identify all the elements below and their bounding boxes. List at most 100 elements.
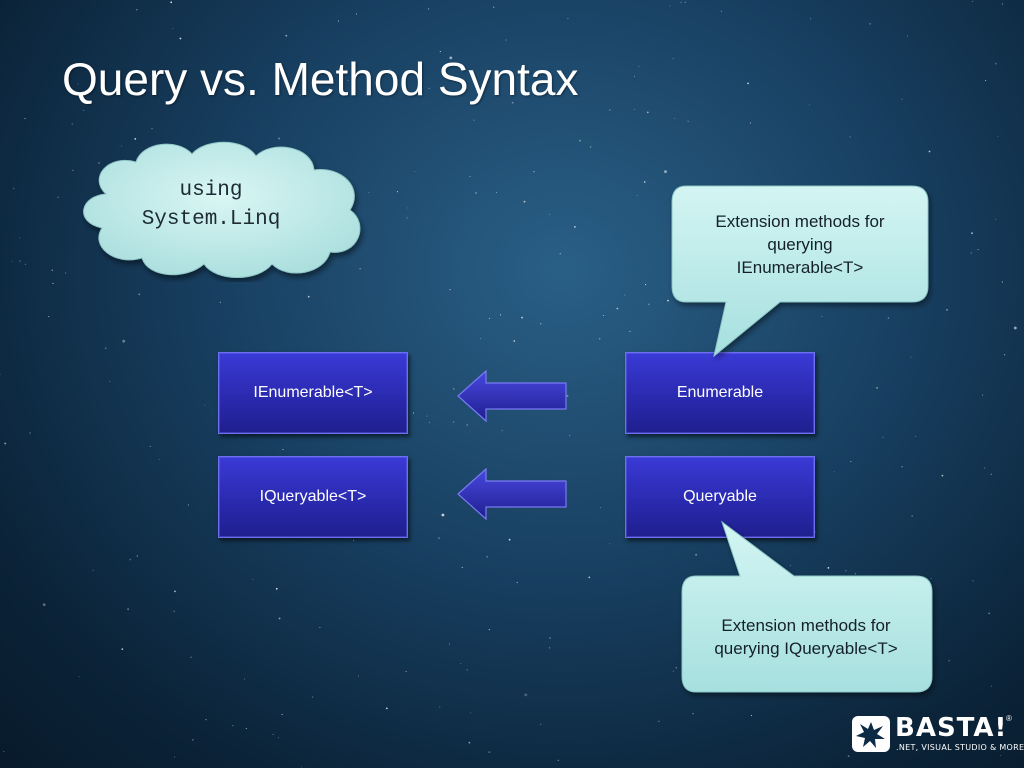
star bbox=[486, 556, 488, 558]
star bbox=[569, 435, 571, 437]
star bbox=[971, 232, 973, 235]
star bbox=[633, 75, 636, 77]
star bbox=[120, 145, 122, 147]
star bbox=[353, 539, 355, 542]
star bbox=[245, 728, 247, 730]
star bbox=[567, 17, 569, 20]
star bbox=[461, 566, 463, 568]
star bbox=[122, 339, 126, 343]
star bbox=[616, 307, 619, 310]
star bbox=[680, 1, 682, 3]
star bbox=[219, 301, 221, 303]
queryable-class-box: Queryable bbox=[625, 456, 815, 538]
enumerable-callout-bubble bbox=[671, 185, 929, 358]
star bbox=[523, 200, 526, 203]
star bbox=[57, 196, 59, 198]
star bbox=[1013, 326, 1017, 330]
star bbox=[948, 660, 950, 662]
star bbox=[808, 104, 811, 106]
star bbox=[127, 608, 129, 611]
star bbox=[243, 678, 245, 680]
star bbox=[994, 62, 997, 65]
star bbox=[672, 670, 674, 672]
star bbox=[278, 137, 280, 140]
star bbox=[672, 58, 674, 60]
star bbox=[488, 629, 490, 631]
star bbox=[972, 580, 974, 582]
star bbox=[121, 648, 124, 650]
star bbox=[643, 181, 646, 183]
star bbox=[231, 433, 233, 435]
star bbox=[300, 766, 303, 768]
star bbox=[48, 316, 50, 318]
star bbox=[469, 176, 471, 178]
star bbox=[869, 23, 871, 25]
star bbox=[138, 293, 141, 296]
star bbox=[906, 35, 909, 37]
star bbox=[414, 170, 416, 172]
star bbox=[549, 637, 551, 639]
star bbox=[405, 670, 407, 673]
star bbox=[173, 756, 176, 758]
star bbox=[428, 8, 430, 10]
star bbox=[827, 567, 830, 569]
star bbox=[319, 626, 321, 628]
box-label: Queryable bbox=[683, 488, 757, 505]
star bbox=[684, 1, 686, 3]
star bbox=[78, 676, 80, 678]
star bbox=[129, 558, 132, 561]
star bbox=[720, 10, 722, 12]
namespace-cloud: using System.Linq bbox=[66, 136, 372, 282]
star bbox=[516, 582, 518, 584]
star bbox=[11, 260, 13, 262]
star bbox=[173, 610, 175, 612]
star bbox=[52, 282, 54, 284]
queryable-callout-bubble bbox=[681, 520, 933, 693]
star bbox=[557, 759, 559, 761]
basta-splash-icon bbox=[852, 716, 890, 752]
star bbox=[468, 741, 471, 744]
star bbox=[357, 675, 359, 677]
star bbox=[285, 34, 288, 37]
star bbox=[275, 587, 278, 590]
star bbox=[337, 20, 340, 22]
star bbox=[645, 284, 647, 286]
star bbox=[466, 669, 468, 671]
star bbox=[19, 260, 21, 262]
star bbox=[205, 719, 207, 721]
star bbox=[149, 445, 151, 447]
star bbox=[887, 317, 889, 319]
star bbox=[0, 373, 1, 375]
star bbox=[98, 162, 100, 164]
star bbox=[281, 713, 283, 715]
star bbox=[692, 713, 694, 715]
enumerable-class-box: Enumerable bbox=[625, 352, 815, 434]
star bbox=[638, 65, 640, 67]
star bbox=[599, 338, 601, 340]
star bbox=[475, 192, 477, 194]
star bbox=[629, 330, 631, 332]
star bbox=[590, 146, 592, 148]
star bbox=[24, 118, 26, 120]
star bbox=[460, 662, 462, 665]
star bbox=[990, 473, 992, 475]
star bbox=[493, 6, 495, 8]
star bbox=[633, 108, 635, 111]
star bbox=[981, 394, 984, 396]
star bbox=[511, 101, 514, 104]
star bbox=[448, 643, 450, 645]
star bbox=[687, 120, 689, 122]
star bbox=[368, 191, 370, 194]
star bbox=[277, 737, 279, 739]
star bbox=[282, 449, 284, 451]
star bbox=[3, 750, 5, 752]
star bbox=[624, 294, 626, 296]
star bbox=[695, 553, 697, 556]
logo-wordmark: BASTA! bbox=[895, 713, 1008, 743]
star bbox=[988, 612, 991, 615]
star bbox=[524, 693, 528, 697]
star bbox=[359, 268, 361, 270]
star bbox=[19, 237, 21, 239]
star bbox=[674, 117, 676, 119]
star bbox=[407, 207, 409, 209]
